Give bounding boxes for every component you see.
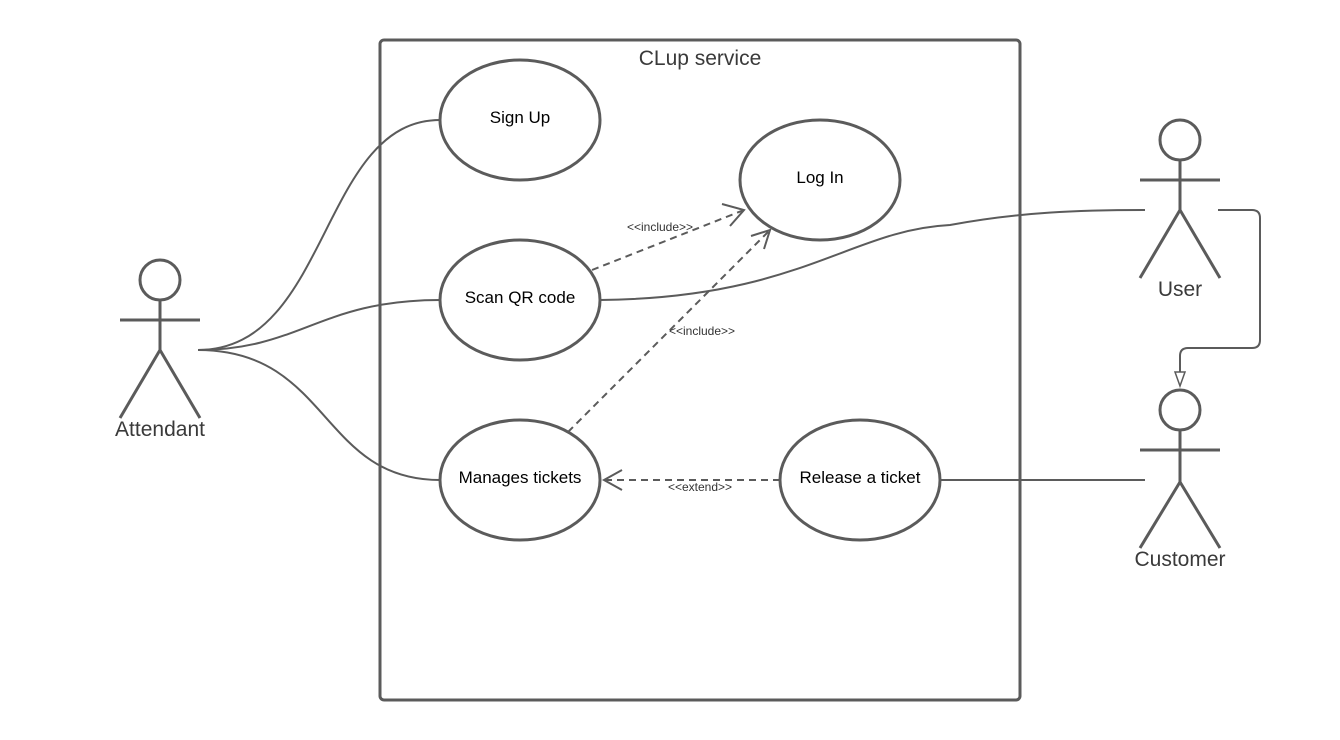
stick-figure-icon [1138,118,1222,279]
include-label-1: <<include>> [627,220,693,234]
actor-customer[interactable]: Customer [1134,388,1226,571]
actor-user-label: User [1158,278,1202,301]
use-case-log-in-label: Log In [796,168,843,187]
include-scanqr-login [591,209,745,271]
generalization-user-customer [1179,209,1261,384]
extend-arrowhead [601,469,623,491]
system-boundary [378,38,1022,702]
use-case-sign-up[interactable]: Sign Up [438,58,602,182]
generalization-arrowhead [1173,371,1187,389]
use-case-log-in[interactable]: Log In [738,118,902,242]
actor-user[interactable]: User [1138,118,1222,301]
include-scanqr-login-arrowhead [721,203,746,227]
actor-attendant[interactable]: Attendant [115,258,205,441]
system-title: CLup service [639,47,762,70]
use-case-scan-qr-code[interactable]: Scan QR code [438,238,602,362]
include-managestickets-login-arrowhead [750,228,772,250]
association-scanqr-user [599,209,1146,301]
use-case-release-a-ticket[interactable]: Release a ticket [778,418,942,542]
stick-figure-icon [118,258,202,419]
use-case-scan-qr-code-label: Scan QR code [465,288,576,307]
use-case-release-a-ticket-label: Release a ticket [800,468,921,487]
association-attendant-scanqr [197,299,441,351]
actor-customer-label: Customer [1134,548,1225,571]
association-attendant-signup [197,119,441,351]
use-case-manages-tickets-label: Manages tickets [459,468,582,487]
extend-label: <<extend>> [668,480,732,494]
use-case-sign-up-label: Sign Up [490,108,550,127]
association-attendant-managestickets [197,349,441,481]
actor-attendant-label: Attendant [115,418,205,441]
use-case-manages-tickets[interactable]: Manages tickets [438,418,602,542]
stick-figure-icon [1138,388,1222,549]
include-label-2: <<include>> [669,324,735,338]
